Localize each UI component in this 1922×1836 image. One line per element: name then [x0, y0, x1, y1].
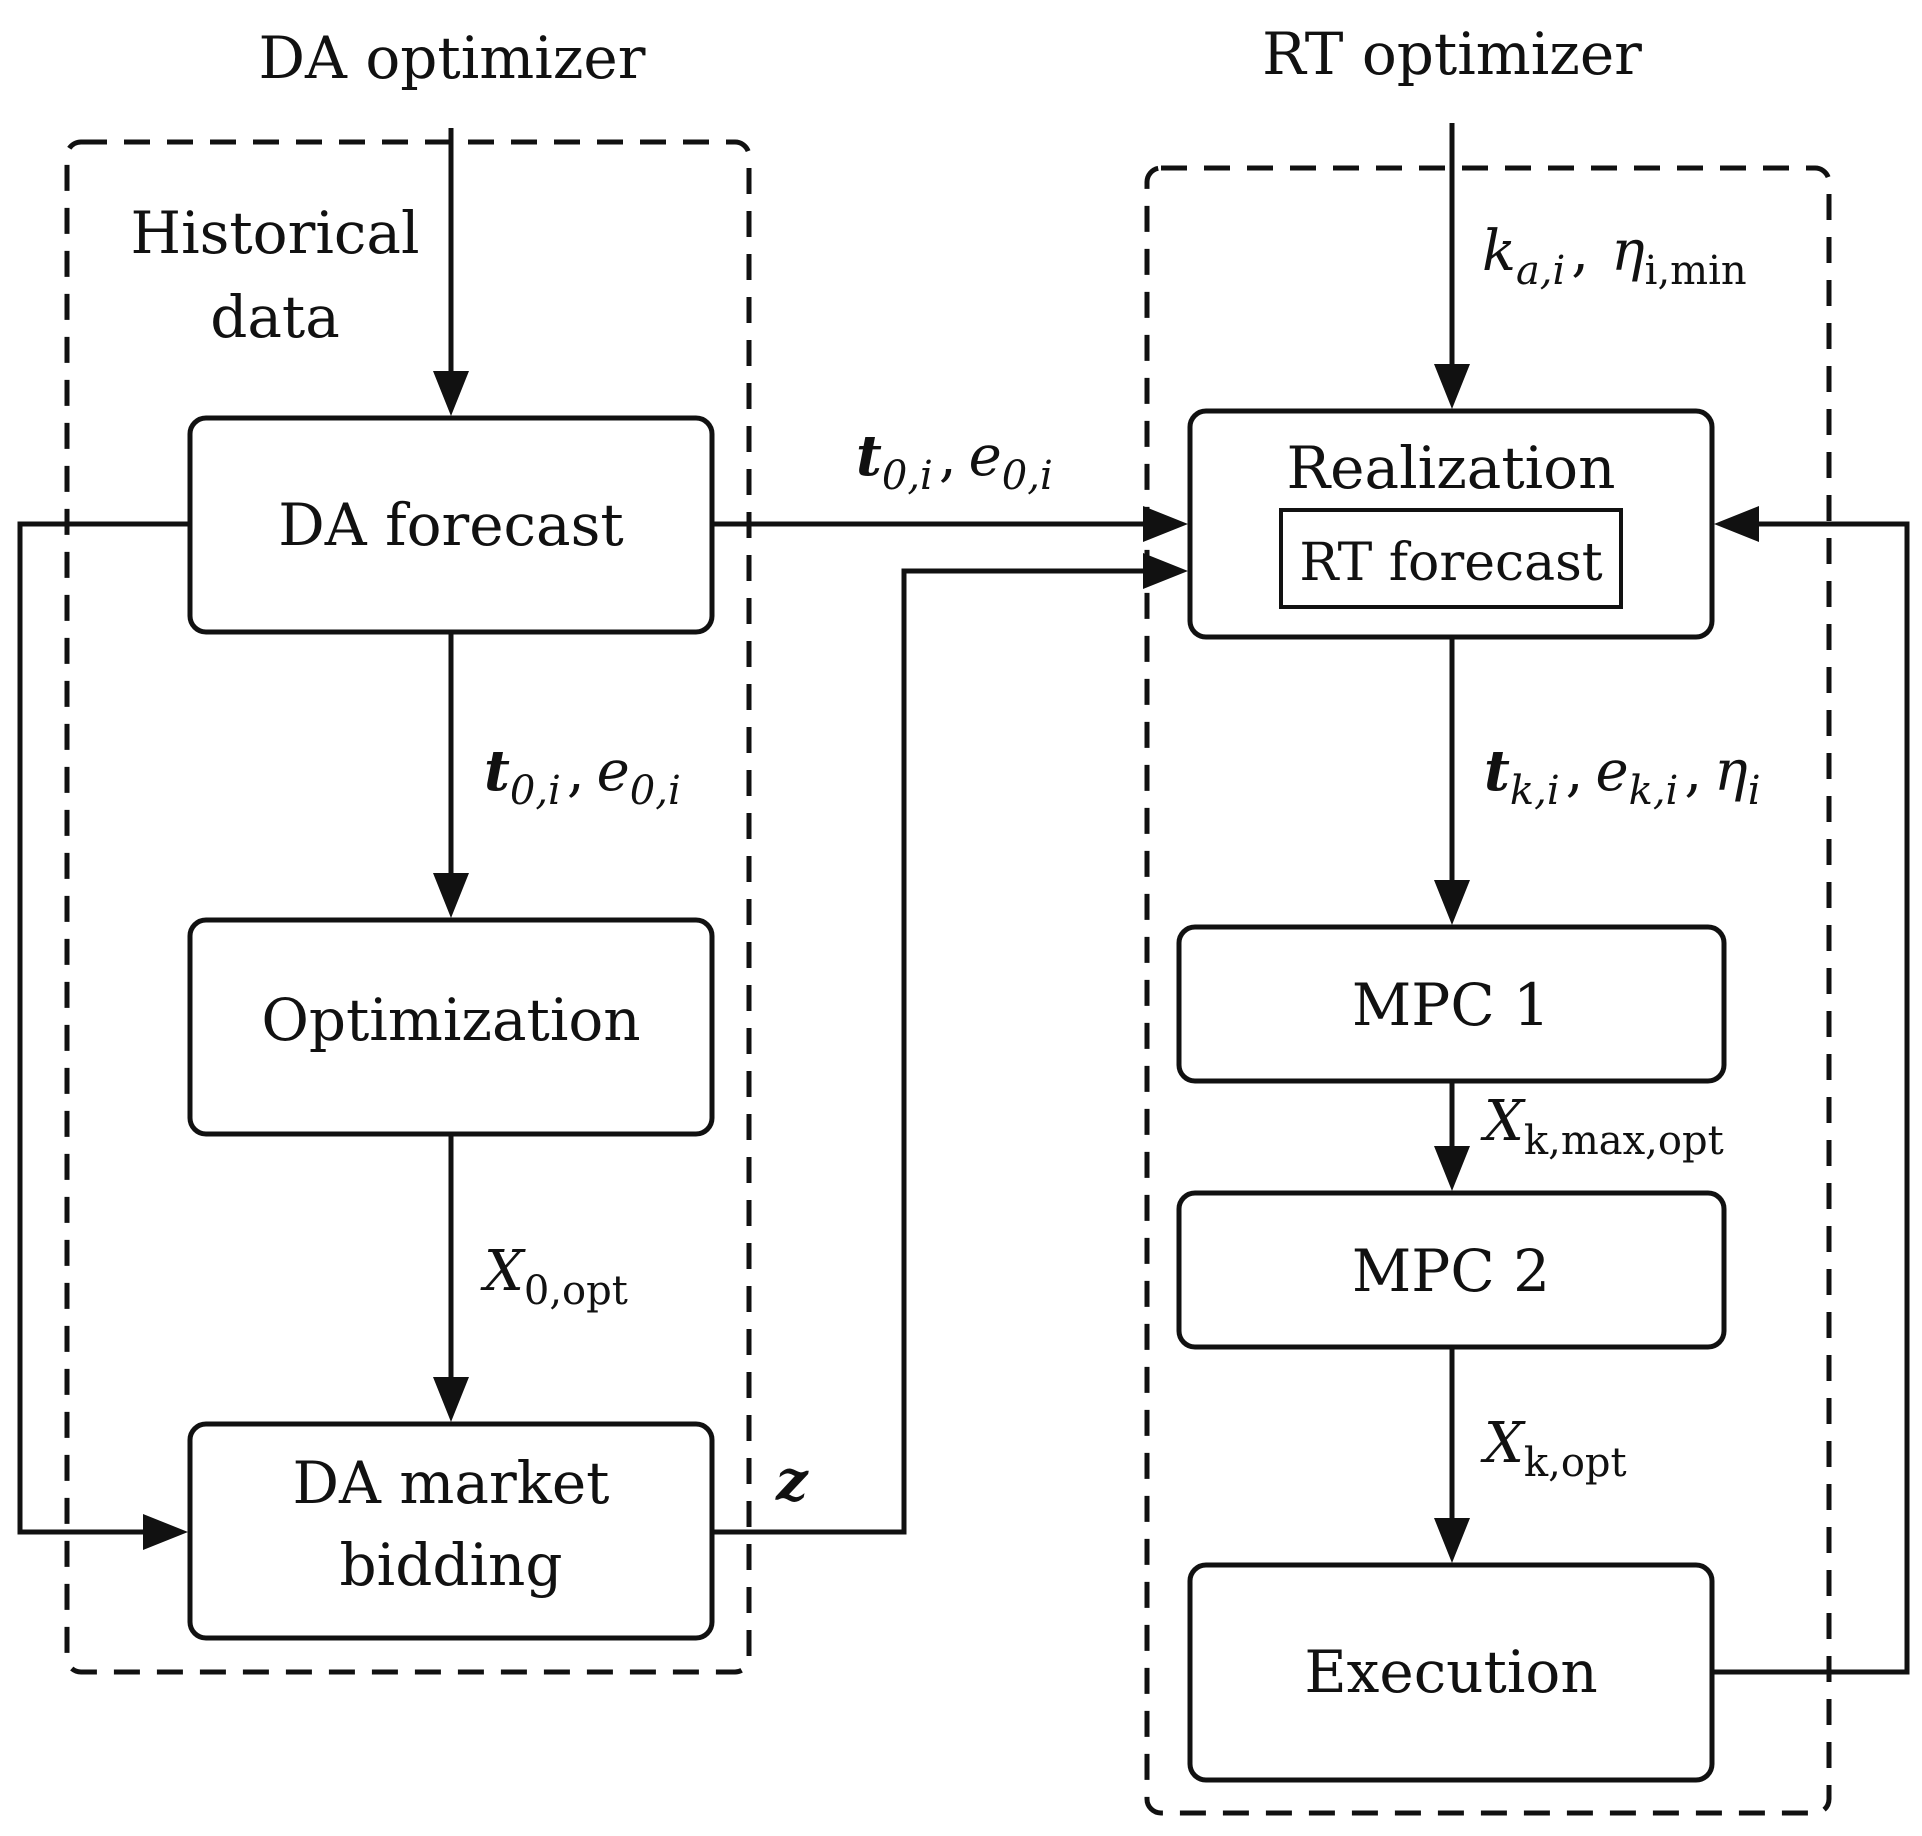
xk-opt-label: Xk,opt — [1480, 1411, 1627, 1486]
arrowhead — [1143, 553, 1188, 589]
t0-e0-label-top: t0,i,e0,i — [856, 423, 1053, 499]
historical-data-label-line1: Historical — [130, 199, 419, 267]
arrowhead — [1714, 506, 1759, 542]
realization-label: Realization — [1287, 434, 1616, 502]
t0-e0-label-left: t0,i,e0,i — [484, 738, 681, 814]
da-forecast-label: DA forecast — [278, 491, 623, 559]
execution-to-realization-feedback-arrow — [1712, 521, 1910, 1675]
rt-forecast-box — [1279, 508, 1623, 609]
arrowhead — [1434, 1518, 1470, 1563]
historical-data-label-line2: data — [210, 283, 340, 351]
forecast-to-bidding-bypass-arrow — [17, 521, 190, 1535]
arrowhead — [433, 1377, 469, 1422]
bidding-to-realization-arrow — [712, 568, 1155, 1535]
arrowhead — [433, 873, 469, 918]
rt-forecast-label: RT forecast — [1299, 533, 1602, 593]
da-optimizer-container — [64, 139, 752, 1675]
arrowhead — [1434, 1146, 1470, 1191]
tk-ek-eta-label: tk,i,ek,i,ηi — [1484, 738, 1761, 814]
arrowhead — [1143, 506, 1188, 542]
arrowhead — [433, 371, 469, 416]
mpc1-label: MPC 1 — [1352, 971, 1550, 1039]
xk-max-opt-label: Xk,max,opt — [1480, 1089, 1724, 1164]
arrowhead — [143, 1514, 188, 1550]
x0opt-label: X0,opt — [480, 1239, 628, 1314]
execution-label: Execution — [1304, 1638, 1597, 1706]
rt-optimizer-title: RT optimizer — [1262, 20, 1642, 88]
da-market-bidding-label-line1: DA market — [293, 1449, 610, 1517]
arrowhead — [1434, 880, 1470, 925]
arrowhead — [1434, 364, 1470, 409]
ka-eta-min-label: ka,i,ηi,min — [1482, 219, 1747, 294]
z-label: z — [775, 1448, 809, 1514]
da-market-bidding-label-line2: bidding — [340, 1531, 563, 1599]
da-optimizer-title: DA optimizer — [259, 24, 646, 92]
mpc2-label: MPC 2 — [1352, 1237, 1550, 1305]
rt-optimizer-container — [1144, 165, 1832, 1816]
optimization-label: Optimization — [261, 986, 640, 1054]
